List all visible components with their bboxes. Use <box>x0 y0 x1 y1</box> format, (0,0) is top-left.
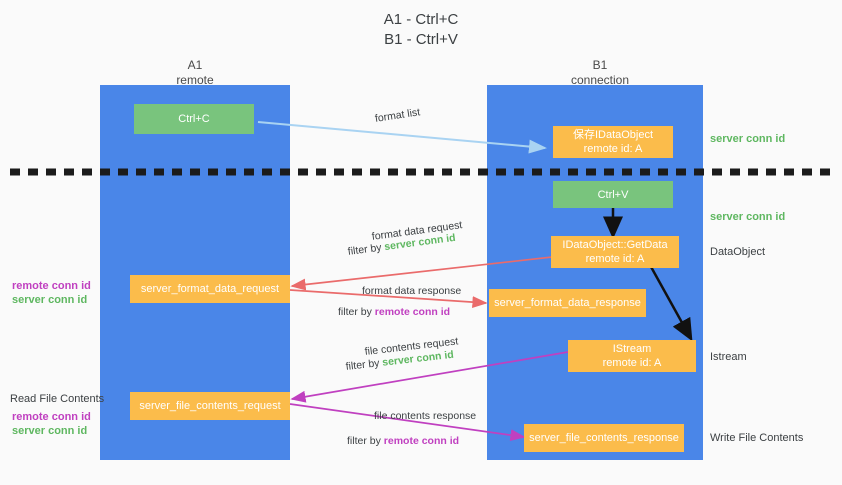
box-server-format-data-response-label: server_format_data_response <box>494 297 641 309</box>
box-server-file-contents-request[interactable]: server_file_contents_request <box>130 392 290 420</box>
column-b1-name: B1 <box>592 58 608 72</box>
box-ctrl-c-label: Ctrl+C <box>178 113 210 125</box>
label-format-list: format list <box>374 106 421 125</box>
box-idataobject-getdata-line2: remote id: A <box>585 253 645 265</box>
column-a1-sub: remote <box>176 73 214 87</box>
right-label-write-file-contents: Write File Contents <box>710 432 804 444</box>
box-ctrl-v[interactable]: Ctrl+V <box>553 181 673 208</box>
right-label-server-conn-id-1: server conn id <box>710 133 786 145</box>
box-server-format-data-request-label: server_format_data_request <box>140 283 280 295</box>
filter-by-text-4: filter by <box>347 435 384 447</box>
remote-conn-id-text-2: remote conn id <box>383 435 460 447</box>
box-istream-line2: remote id: A <box>602 357 662 369</box>
box-ctrl-v-label: Ctrl+V <box>597 188 629 201</box>
box-server-format-data-request[interactable]: server_format_data_request <box>130 275 290 303</box>
left-label-remote-conn-id-1: remote conn id <box>12 280 91 292</box>
right-label-dataobject: DataObject <box>710 246 766 258</box>
column-a1-name: A1 <box>187 58 203 72</box>
box-server-file-contents-request-label: server_file_contents_request <box>139 400 281 412</box>
diagram-title-line1: A1 - Ctrl+C <box>383 11 459 28</box>
left-label-server-conn-id-2: server conn id <box>12 425 88 437</box>
box-istream[interactable]: IStream remote id: A <box>568 340 696 372</box>
box-server-file-contents-response[interactable]: server_file_contents_response <box>524 424 684 452</box>
left-label-read-file-contents: Read File Contents <box>10 393 105 405</box>
filter-by-text-3: filter by <box>345 356 384 373</box>
remote-conn-id-text: remote conn id <box>374 306 451 318</box>
column-header-b1: B1 connection <box>525 58 675 88</box>
right-label-server-conn-id-2: server conn id <box>710 211 786 223</box>
label-format-data-response: format data response <box>362 285 462 297</box>
right-label-istream: Istream <box>710 351 747 363</box>
left-label-remote-conn-id-2: remote conn id <box>12 411 91 423</box>
box-server-file-contents-response-label: server_file_contents_response <box>529 432 679 444</box>
column-b1-sub: connection <box>570 73 630 87</box>
label-format-data-response-filter: filter by remote conn id <box>338 305 450 319</box>
box-istream-line1: IStream <box>612 343 652 355</box>
box-ctrl-c[interactable]: Ctrl+C <box>134 104 254 134</box>
box-server-format-data-response[interactable]: server_format_data_response <box>489 289 646 317</box>
label-file-contents-response: file contents response <box>374 410 477 422</box>
box-save-idataobject-line1: 保存IDataObject <box>572 129 654 141</box>
column-header-a1: A1 remote <box>120 58 270 88</box>
box-idataobject-getdata-line1: IDataObject::GetData <box>562 239 668 251</box>
left-label-server-conn-id-1: server conn id <box>12 294 88 306</box>
filter-by-text-2: filter by <box>338 306 375 318</box>
box-save-idataobject[interactable]: 保存IDataObject remote id: A <box>553 126 673 158</box>
label-file-contents-response-filter: filter by remote conn id <box>347 434 459 448</box>
box-save-idataobject-line2: remote id: A <box>583 143 643 155</box>
diagram-title-line2: B1 - Ctrl+V <box>384 31 458 48</box>
box-idataobject-getdata[interactable]: IDataObject::GetData remote id: A <box>551 236 679 268</box>
filter-by-text: filter by <box>347 241 386 258</box>
